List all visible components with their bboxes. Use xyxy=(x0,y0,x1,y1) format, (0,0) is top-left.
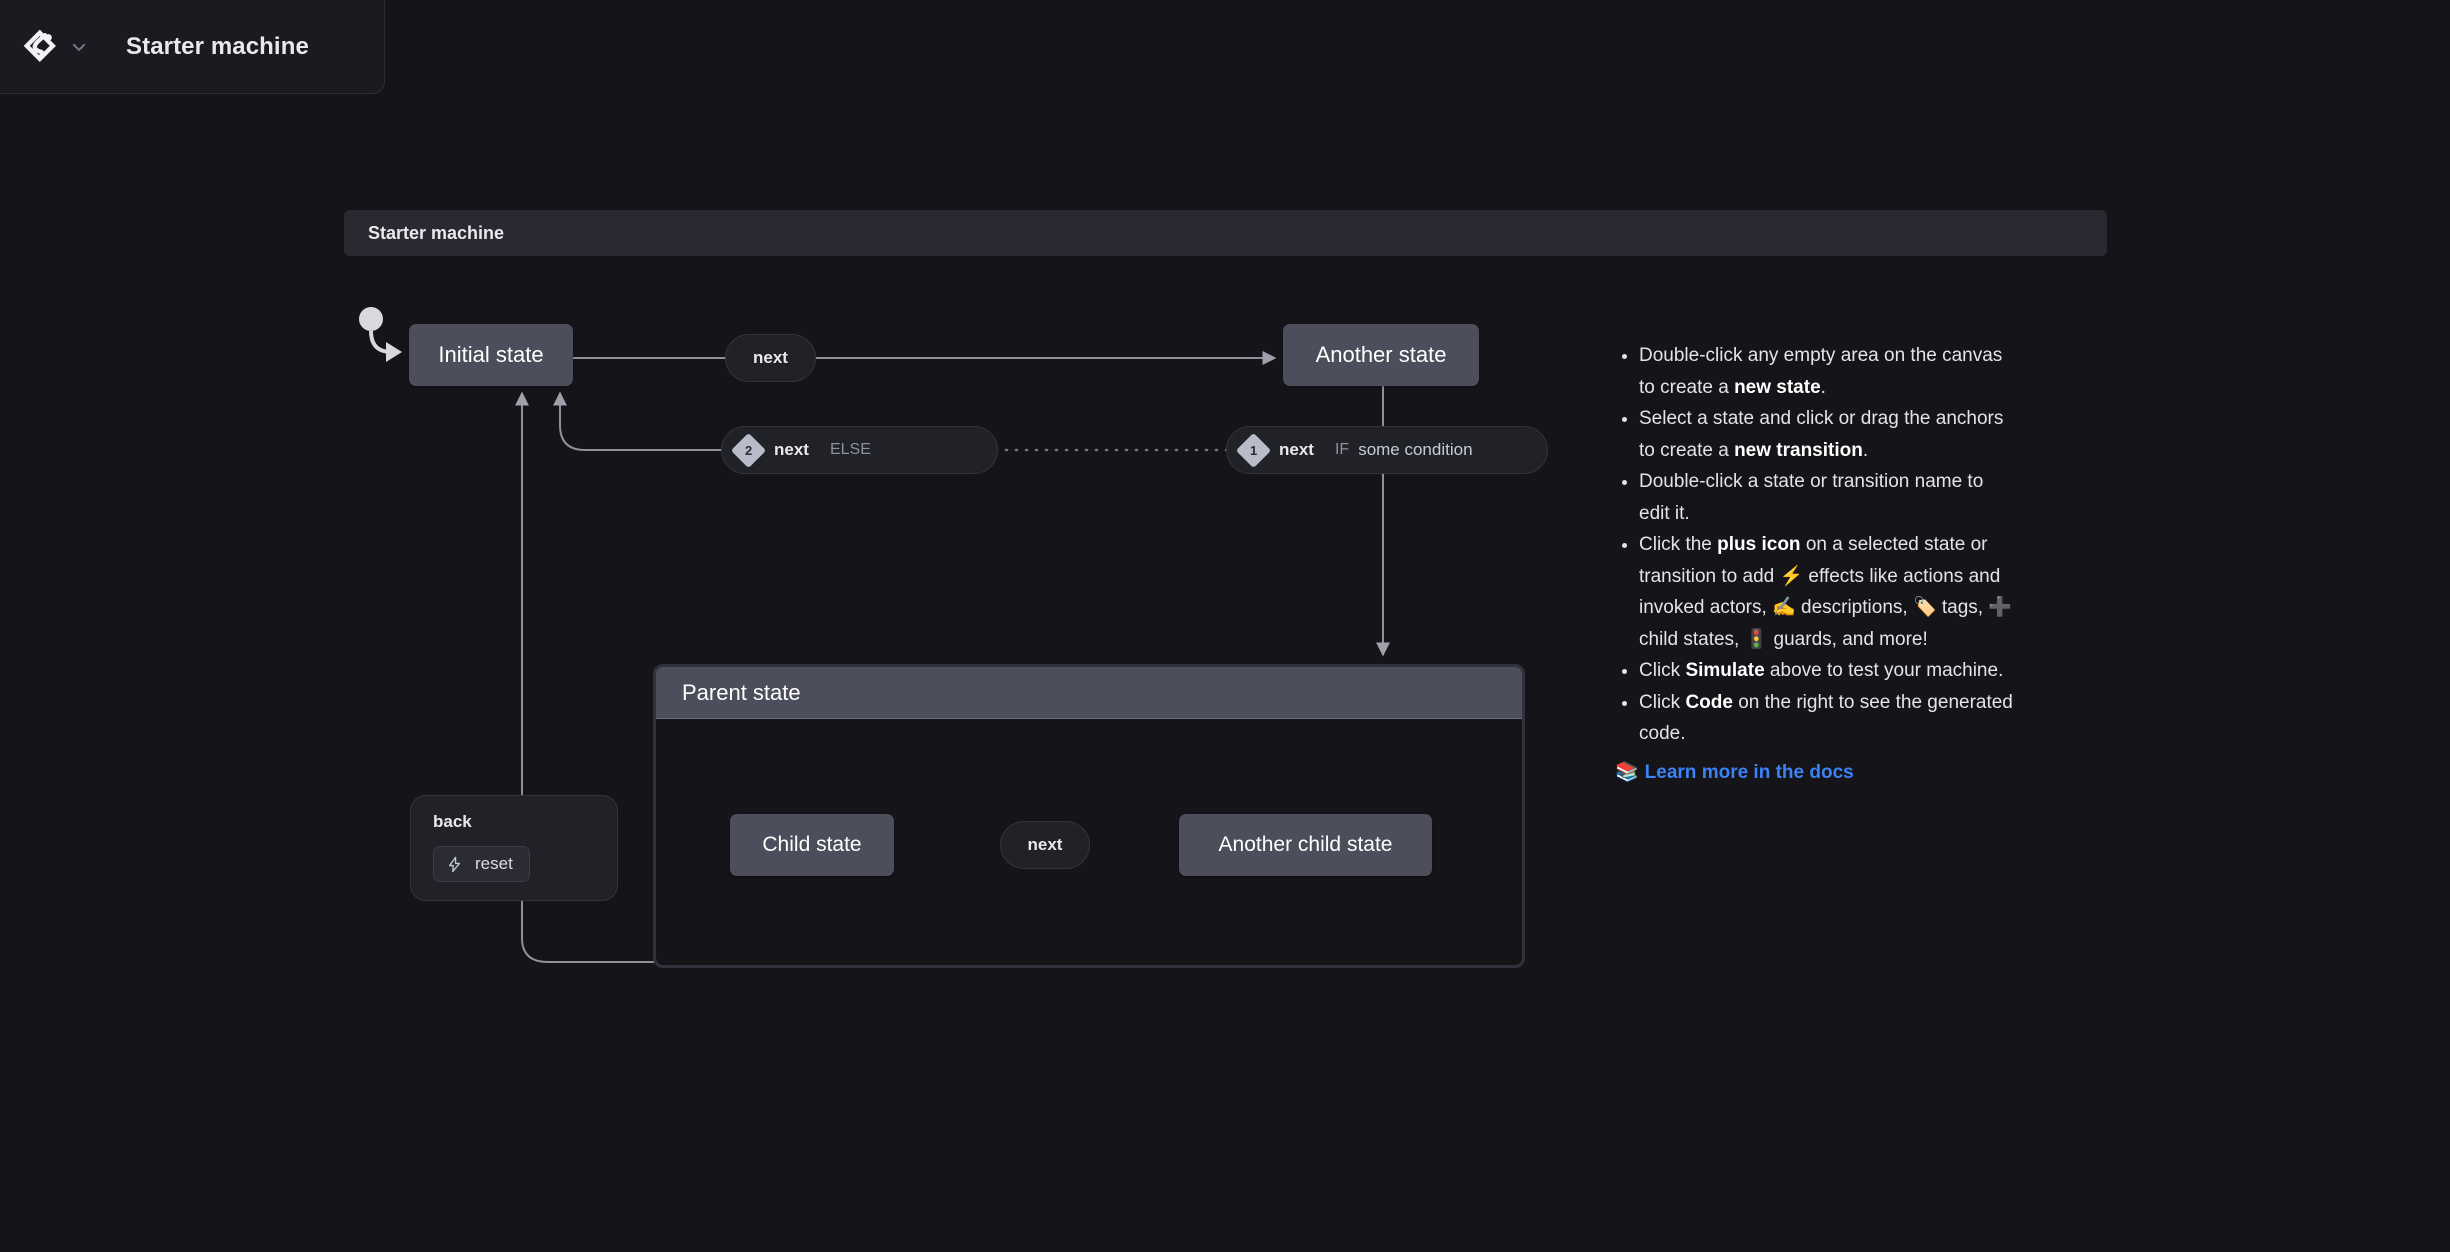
help-instructions-list: Double-click any empty area on the canva… xyxy=(1615,340,2015,750)
help-emphasis: plus icon xyxy=(1717,534,1801,555)
state-label-initial: Initial state xyxy=(438,342,544,367)
docs-link-label: Learn more in the docs xyxy=(1644,761,1854,783)
guard-expression: some condition xyxy=(1358,440,1473,459)
action-label: reset xyxy=(475,854,513,873)
help-list-item: Double-click any empty area on the canva… xyxy=(1639,340,2015,403)
transition-label-next-top[interactable]: next xyxy=(725,334,816,382)
guard-order-badge: 2 xyxy=(730,432,767,468)
help-text: on a selected state or transition to add… xyxy=(1639,534,2013,650)
stately-logo-icon xyxy=(23,29,56,62)
help-panel: Double-click any empty area on the canva… xyxy=(1615,340,2015,788)
help-text: Double-click any empty area on the canva… xyxy=(1639,345,2003,398)
event-name: next xyxy=(1279,440,1314,459)
state-node-initial[interactable]: Initial state xyxy=(409,324,573,386)
machine-title-bar[interactable]: Starter machine xyxy=(344,210,2107,256)
page-title: Starter machine xyxy=(126,32,309,60)
help-text: on the right to see the generated code. xyxy=(1639,691,2013,745)
help-emphasis: new transition xyxy=(1734,439,1863,461)
help-emphasis: new state xyxy=(1734,376,1821,398)
help-list-item: Click Simulate above to test your machin… xyxy=(1639,655,2015,687)
help-text: Click xyxy=(1639,691,1686,713)
help-emphasis: Code xyxy=(1685,691,1733,713)
transition-label-guard-else[interactable]: 2 next ELSE xyxy=(721,426,998,474)
chevron-down-icon[interactable] xyxy=(70,38,88,56)
help-text: . xyxy=(1820,376,1826,398)
help-text: Click the xyxy=(1639,534,1718,555)
event-name: next xyxy=(1027,835,1063,854)
logo-menu-button[interactable] xyxy=(22,28,88,66)
state-node-another-child[interactable]: Another child state xyxy=(1179,814,1432,876)
learn-more-docs-link[interactable]: 📚Learn more in the docs xyxy=(1615,757,2015,789)
help-text: . xyxy=(1862,439,1869,461)
help-text: above to test your machine. xyxy=(1764,660,2004,681)
action-chip-reset[interactable]: reset xyxy=(433,846,530,882)
app-header: Starter machine xyxy=(0,0,385,94)
guard-keyword: ELSE xyxy=(829,441,871,458)
guard-order-badge: 1 xyxy=(1235,432,1272,468)
transition-label-next-child[interactable]: next xyxy=(1000,821,1090,869)
help-list-item: Click Code on the right to see the gener… xyxy=(1639,687,2015,750)
help-list-item: Click the plus icon on a selected state … xyxy=(1639,529,2015,655)
machine-title: Starter machine xyxy=(368,222,505,243)
transition-label-back[interactable]: back reset xyxy=(410,795,618,901)
state-label-child: Child state xyxy=(762,833,862,856)
guard-condition: IF some condition xyxy=(1335,440,1473,460)
help-text: Double-click a state or transition name … xyxy=(1639,471,1984,524)
bolt-icon xyxy=(448,856,461,872)
state-label-another-child: Another child state xyxy=(1218,833,1393,856)
guard-keyword: IF xyxy=(1334,441,1350,458)
help-list-item: Double-click a state or transition name … xyxy=(1639,466,2015,529)
edge-else-to-initial xyxy=(553,391,723,451)
transition-label-guard-if[interactable]: 1 next IF some condition xyxy=(1226,426,1548,474)
state-label-another: Another state xyxy=(1315,342,1447,367)
event-name: back xyxy=(433,812,472,831)
guard-condition: ELSE xyxy=(830,441,871,459)
books-icon: 📚 xyxy=(1615,760,1639,783)
state-node-another[interactable]: Another state xyxy=(1283,324,1479,386)
help-text: Click xyxy=(1639,660,1686,681)
event-name: next xyxy=(774,440,809,459)
parent-state-header[interactable]: Parent state xyxy=(656,667,1522,719)
help-emphasis: Simulate xyxy=(1685,660,1765,681)
state-label-parent: Parent state xyxy=(682,679,801,705)
help-list-item: Select a state and click or drag the anc… xyxy=(1639,403,2015,466)
state-node-child[interactable]: Child state xyxy=(730,814,894,876)
event-name: next xyxy=(753,348,788,367)
help-text: Select a state and click or drag the anc… xyxy=(1639,408,2004,461)
initial-state-marker-root xyxy=(359,307,402,362)
